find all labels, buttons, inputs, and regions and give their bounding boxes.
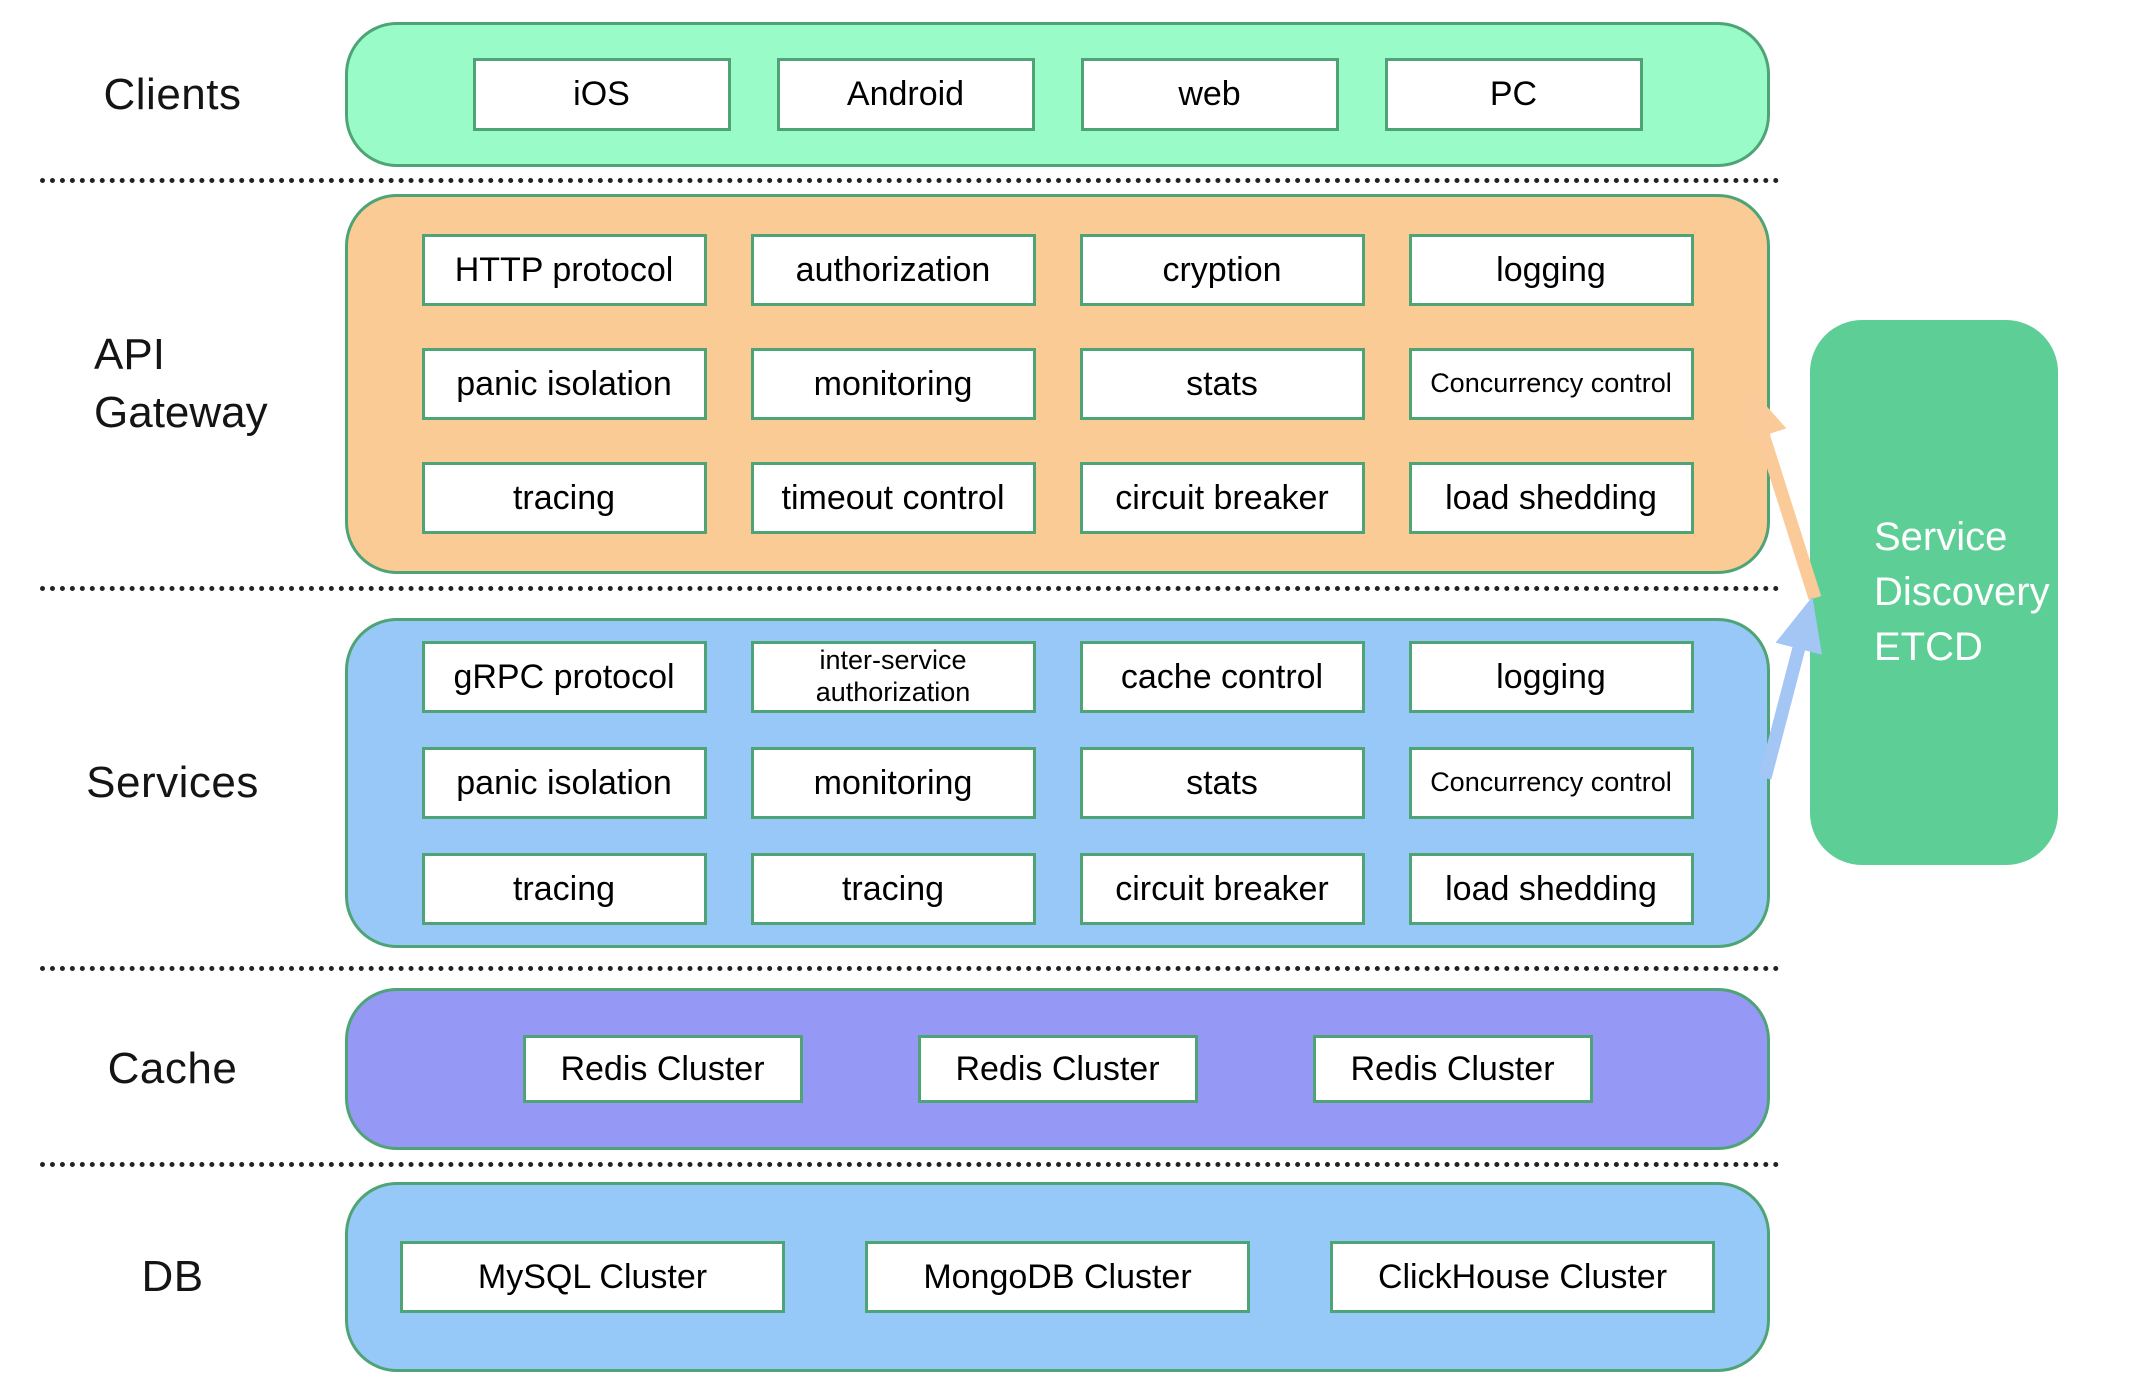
svc-box-concurrency-control: Concurrency control — [1408, 747, 1694, 819]
api-gateway-layer: HTTP protocol authorization cryption log… — [345, 194, 1770, 574]
api-box-load-shedding: load shedding — [1408, 462, 1694, 534]
services-layer: gRPC protocol inter-service authorizatio… — [345, 618, 1770, 948]
cache-box-redis-2: Redis Cluster — [917, 1035, 1198, 1103]
api-box-monitoring: monitoring — [750, 348, 1036, 420]
api-box-stats: stats — [1079, 348, 1365, 420]
svc-box-cache-control: cache control — [1079, 641, 1365, 713]
layer-label-db: DB — [141, 1252, 204, 1301]
client-box-pc: PC — [1384, 58, 1643, 131]
api-label-line1: API — [94, 329, 165, 379]
svc-box-inter-service-authorization: inter-service authorization — [750, 641, 1036, 713]
services-row-1: gRPC protocol inter-service authorizatio… — [348, 641, 1767, 713]
separator-cache-db — [40, 1162, 1780, 1167]
cache-box-redis-1: Redis Cluster — [522, 1035, 803, 1103]
api-box-logging: logging — [1408, 234, 1694, 306]
layer-label-api-gateway: API Gateway — [94, 194, 268, 574]
client-box-ios: iOS — [472, 58, 731, 131]
api-box-authorization: authorization — [750, 234, 1036, 306]
layer-label-services: Services — [86, 758, 259, 807]
client-box-android: Android — [776, 58, 1035, 131]
services-row-2: panic isolation monitoring stats Concurr… — [348, 747, 1767, 819]
layer-label-cache: Cache — [107, 1044, 238, 1093]
separator-clients-api — [40, 178, 1780, 183]
etcd-line-2: Discovery — [1874, 570, 2050, 614]
etcd-line-3: ETCD — [1874, 625, 1983, 669]
svc-box-circuit-breaker: circuit breaker — [1079, 853, 1365, 925]
separator-services-cache — [40, 966, 1780, 971]
api-gateway-row-1: HTTP protocol authorization cryption log… — [348, 234, 1767, 306]
db-box-mysql: MySQL Cluster — [400, 1241, 785, 1313]
api-box-timeout-control: timeout control — [750, 462, 1036, 534]
db-box-mongodb: MongoDB Cluster — [865, 1241, 1250, 1313]
clients-layer: iOS Android web PC — [345, 22, 1770, 167]
arrow-services-to-etcd — [1758, 596, 1822, 780]
api-box-circuit-breaker: circuit breaker — [1079, 462, 1365, 534]
svc-box-tracing-2: tracing — [750, 853, 1036, 925]
services-row-3: tracing tracing circuit breaker load she… — [348, 853, 1767, 925]
cache-layer: Redis Cluster Redis Cluster Redis Cluste… — [345, 988, 1770, 1150]
api-box-http-protocol: HTTP protocol — [421, 234, 707, 306]
api-label-line2: Gateway — [94, 388, 268, 437]
api-box-tracing: tracing — [421, 462, 707, 534]
svc-box-panic-isolation: panic isolation — [421, 747, 707, 819]
layer-label-clients: Clients — [103, 69, 242, 119]
db-box-clickhouse: ClickHouse Cluster — [1330, 1241, 1715, 1313]
svc-box-logging: logging — [1408, 641, 1694, 713]
separator-api-services — [40, 586, 1780, 591]
client-box-web: web — [1080, 58, 1339, 131]
api-box-concurrency-control: Concurrency control — [1408, 348, 1694, 420]
svc-box-grpc-protocol: gRPC protocol — [421, 641, 707, 713]
api-box-cryption: cryption — [1079, 234, 1365, 306]
cache-box-redis-3: Redis Cluster — [1312, 1035, 1593, 1103]
api-gateway-row-3: tracing timeout control circuit breaker … — [348, 462, 1767, 534]
etcd-line-1: Service — [1874, 515, 2008, 559]
svc-box-load-shedding: load shedding — [1408, 853, 1694, 925]
api-gateway-row-2: panic isolation monitoring stats Concurr… — [348, 348, 1767, 420]
api-box-panic-isolation: panic isolation — [421, 348, 707, 420]
svc-box-tracing-1: tracing — [421, 853, 707, 925]
svc-box-monitoring: monitoring — [750, 747, 1036, 819]
svc-box-stats: stats — [1079, 747, 1365, 819]
db-layer: MySQL Cluster MongoDB Cluster ClickHouse… — [345, 1182, 1770, 1372]
service-discovery-etcd-box: Service Discovery ETCD — [1810, 320, 2058, 865]
